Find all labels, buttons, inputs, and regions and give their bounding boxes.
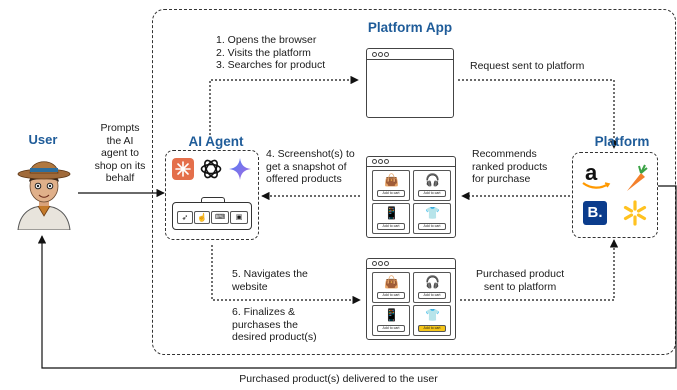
steps-top-text: 1. Opens the browser 2. Visits the platf… [216, 34, 326, 71]
ai-agent-box [165, 150, 259, 240]
arrow-delivery-to-user [37, 185, 677, 369]
shirt-icon: 👕 [425, 308, 440, 322]
purchased-text: Purchased product sent to platform [476, 268, 565, 293]
platform-app-title: Platform App [367, 20, 453, 35]
add-to-cart-button-active[interactable]: Add to cart [418, 325, 446, 332]
platform-box: a B. [572, 152, 658, 238]
agent-toolbox: ➶ ☝ ⌨ ▣ [172, 197, 252, 230]
browser-window-purchase: 👜 Add to cart 🎧 Add to cart 📱 Add to car… [366, 258, 456, 340]
arrow-purchase-to-platform [460, 239, 619, 301]
add-to-cart-button[interactable]: Add to cart [377, 190, 405, 197]
phone-icon: 📱 [384, 308, 399, 322]
add-to-cart-button[interactable]: Add to cart [418, 190, 446, 197]
add-to-cart-button[interactable]: Add to cart [418, 223, 446, 230]
delivered-text: Purchased product(s) delivered to the us… [239, 373, 438, 385]
product-card: 📱 Add to cart [372, 305, 410, 336]
cursor-tool-icon: ➶ [177, 211, 193, 224]
add-to-cart-button[interactable]: Add to cart [418, 292, 446, 299]
finalizes-text: 6. Finalizes & purchases the desired pro… [232, 306, 317, 343]
product-card-selected: 👕 Add to cart [413, 305, 451, 336]
add-to-cart-button[interactable]: Add to cart [377, 292, 405, 299]
request-text: Request sent to platform [470, 60, 585, 72]
ai-agent-title: AI Agent [188, 134, 244, 149]
recommends-text: Recommends ranked products for purchase [472, 148, 548, 185]
screen-tool-icon: ▣ [230, 211, 248, 224]
claude-logo-icon [172, 158, 194, 180]
headphones-icon: 🎧 [425, 173, 440, 187]
carrot-logo-icon [627, 164, 648, 191]
product-card: 👕 Add to cart [413, 203, 451, 234]
gemini-logo-icon [229, 158, 251, 180]
product-card: 👜 Add to cart [372, 272, 410, 303]
system-boundary [152, 9, 676, 355]
arrow-request-to-platform [458, 79, 619, 149]
click-tool-icon: ☝ [194, 211, 210, 224]
amazon-logo-icon: a [581, 161, 611, 191]
headphones-icon: 🎧 [425, 275, 440, 289]
product-card: 📱 Add to cart [372, 203, 410, 234]
openai-logo-icon [200, 159, 222, 179]
browser-titlebar [367, 49, 453, 60]
product-card: 👜 Add to cart [372, 170, 410, 201]
screenshot-text: 4. Screenshot(s) to get a snapshot of of… [266, 148, 355, 185]
phone-icon: 📱 [384, 206, 399, 220]
platform-title: Platform [594, 134, 650, 149]
navigates-text: 5. Navigates the website [232, 268, 308, 293]
booking-logo-icon: B. [583, 201, 607, 225]
walmart-logo-icon [623, 200, 647, 226]
bag-icon: 👜 [384, 173, 399, 187]
browser-window-search [366, 48, 454, 118]
product-card: 🎧 Add to cart [413, 272, 451, 303]
add-to-cart-button[interactable]: Add to cart [377, 223, 405, 230]
user-label: User [28, 132, 58, 147]
add-to-cart-button[interactable]: Add to cart [377, 325, 405, 332]
bag-icon: 👜 [384, 275, 399, 289]
shirt-icon: 👕 [425, 206, 440, 220]
keyboard-tool-icon: ⌨ [211, 211, 229, 224]
browser-window-products: 👜 Add to cart 🎧 Add to cart 📱 Add to car… [366, 156, 456, 238]
arrow-agent-to-purchase [211, 245, 361, 305]
product-card: 🎧 Add to cart [413, 170, 451, 201]
prompt-text: Prompts the AI agent to shop on its beha… [94, 122, 146, 184]
arrow-agent-to-app [209, 75, 359, 135]
user-avatar-icon [17, 161, 71, 230]
